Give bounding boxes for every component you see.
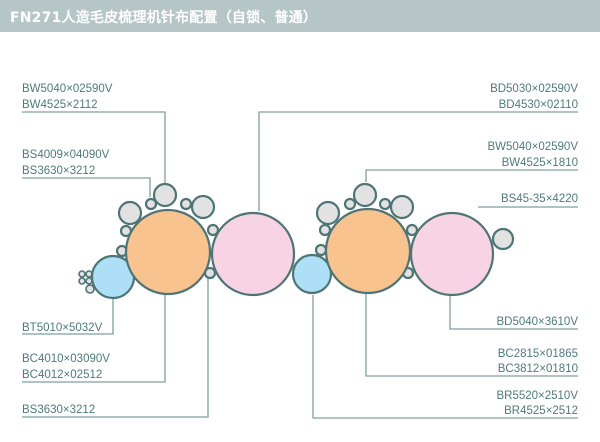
left-worker-1 — [117, 200, 143, 226]
right-stripper-1 — [318, 223, 332, 237]
feed-roller-1 — [78, 270, 86, 278]
right-stripper-4 — [405, 223, 419, 237]
right-worker-2 — [352, 182, 378, 208]
label-left-cylinder-2: BC4012×02512 — [22, 369, 103, 381]
left-worker-3 — [190, 194, 216, 220]
right-worker-1 — [315, 200, 341, 226]
feed-roller-3 — [78, 277, 86, 285]
leader-right-doffer — [449, 295, 578, 330]
right-cylinder — [324, 207, 412, 295]
leader-right-worker — [365, 169, 578, 182]
right-transfer-roller — [291, 253, 333, 295]
left-doffer — [210, 211, 296, 297]
right-stripper-3 — [378, 197, 392, 211]
right-stripper-2 — [343, 197, 357, 211]
right-worker-3 — [389, 194, 415, 220]
feed-roller-5 — [85, 284, 95, 294]
label-right-doffer-top-2: BD4530×02110 — [498, 99, 578, 111]
label-right-cylinder-2: BC3812×01810 — [497, 363, 578, 375]
label-left-stripper-bottom: BS3630×3212 — [22, 404, 96, 416]
right-doffer — [409, 211, 495, 297]
label-right-worker-1: BW5040×02590V — [487, 141, 578, 153]
label-left-worker-1: BW5040×02590V — [22, 83, 113, 95]
leader-right-transfer — [312, 295, 578, 419]
leader-left-stripper-bottom — [22, 278, 209, 418]
leader-lines — [22, 111, 578, 419]
right-stripper-roller — [491, 227, 515, 251]
label-left-stripper-1: BS4009×04090V — [22, 149, 110, 161]
label-left-cylinder-1: BC4010×03090V — [22, 353, 110, 365]
leader-right-doffer-top — [258, 111, 578, 211]
leader-left-stripper — [22, 177, 151, 197]
left-stripper-2 — [144, 197, 158, 211]
title-bar: FN271人造毛皮梳理机针布配置（自锁、普通） — [0, 0, 600, 32]
right-stripper-6 — [314, 243, 328, 257]
left-worker-2 — [152, 182, 178, 208]
left-machine — [78, 182, 296, 300]
label-right-transfer-2: BR4525×2512 — [504, 405, 578, 417]
leader-left-taker-in — [22, 297, 114, 335]
label-right-doffer: BD5040×3610V — [496, 316, 578, 328]
label-right-worker-2: BW4525×1810 — [501, 157, 578, 169]
left-stripper-4 — [206, 223, 220, 237]
label-right-stripper: BS45-35×4220 — [500, 193, 578, 205]
label-right-cylinder-1: BC2815×01865 — [497, 348, 578, 360]
leader-left-worker — [22, 111, 166, 183]
leader-left-cylinder — [22, 294, 166, 383]
left-stripper-3 — [179, 197, 193, 211]
label-left-stripper-2: BS3630×3212 — [22, 165, 96, 177]
leader-right-cylinder — [365, 294, 578, 377]
label-left-worker-2: BW4525×2112 — [22, 99, 98, 111]
right-machine — [291, 182, 515, 297]
label-right-transfer-1: BR5520×2510V — [496, 390, 578, 402]
left-cylinder — [124, 208, 212, 296]
label-right-doffer-top-1: BD5030×02590V — [490, 83, 578, 95]
label-left-taker-in: BT5010×5032V — [22, 322, 103, 334]
diagram-title: FN271人造毛皮梳理机针布配置（自锁、普通） — [10, 10, 318, 26]
